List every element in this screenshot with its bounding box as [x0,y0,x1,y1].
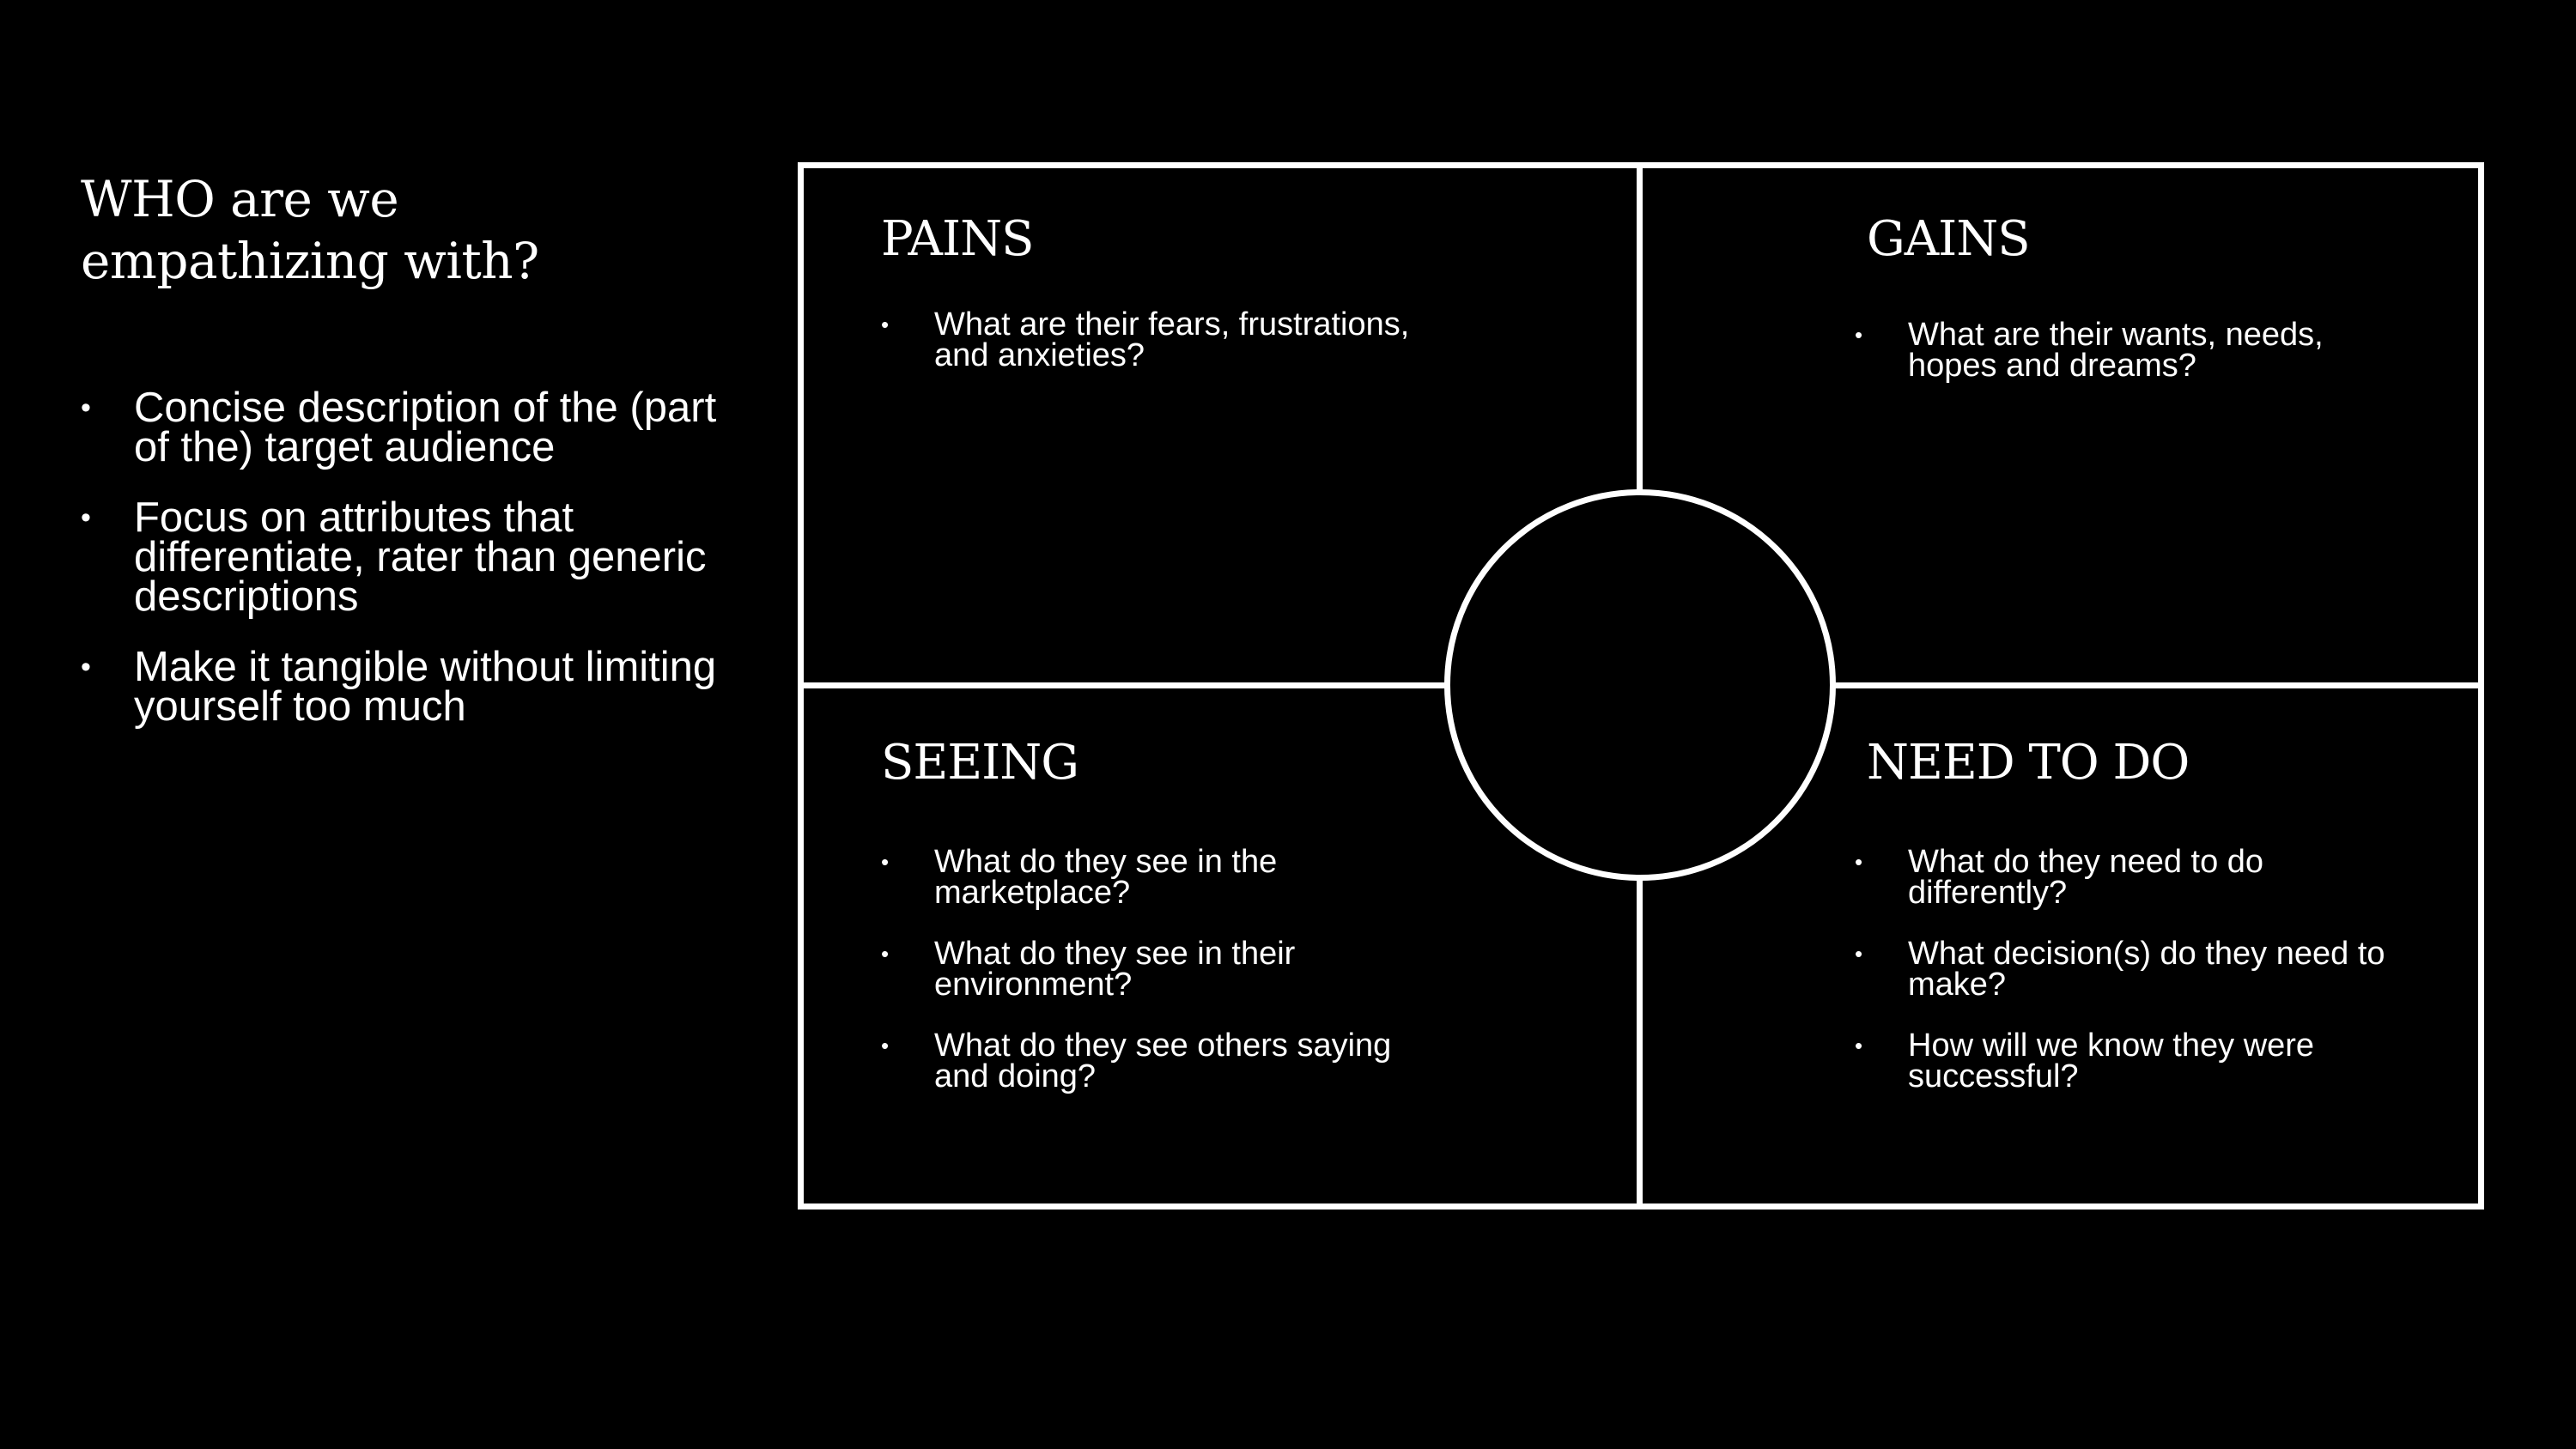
seeing-title: SEEING [881,735,1079,791]
bullet-icon: • [881,1033,890,1058]
need-to-do-title: NEED TO DO [1867,735,2190,791]
seeing-item-text: What do they see others saying and doing… [934,1028,1392,1094]
slide-title-line-1: WHO are we [81,170,399,228]
gains-item: • What are their wants, needs, hopes and … [1855,317,2404,384]
gains-title: GAINS [1867,211,2031,267]
guidance-text: Concise description of the (part of the)… [134,385,717,470]
seeing-item: • What do they see in the marketplace? [881,844,1431,911]
bullet-icon: • [81,651,91,683]
guidance-text: Make it tangible without limiting yourse… [134,644,717,730]
guidance-item: • Focus on attributes that differentiate,… [81,497,750,618]
seeing-item: • What do they see in their environment? [881,936,1431,1003]
gains-item-text: What are their wants, needs, hopes and d… [1908,317,2324,384]
guidance-item: • Make it tangible without limiting yours… [81,646,750,728]
seeing-list: • What do they see in the marketplace? • W… [881,846,1431,1122]
pains-item: • What are their fears, frustrations, and… [881,306,1431,373]
pains-list: • What are their fears, frustrations, and… [881,306,1431,401]
gains-list: • What are their wants, needs, hopes and … [1855,317,2404,411]
bullet-icon: • [881,941,890,967]
guidance-item: • Concise description of the (part of the… [81,385,750,470]
bullet-icon: • [1855,322,1863,348]
need-to-do-list: • What do they need to do differently? • W… [1855,846,2404,1122]
seeing-item-text: What do they see in the marketplace? [934,844,1278,911]
bullet-icon: • [881,849,890,875]
bullet-icon: • [81,391,91,424]
guidance-text: Focus on attributes that differentiate, … [134,494,707,620]
bullet-icon: • [1855,941,1863,967]
pains-title: PAINS [881,211,1034,267]
center-circle [1444,489,1836,881]
slide-title-line-2: empathizing with? [81,232,539,290]
guidance-list: • Concise description of the (part of the… [81,385,750,757]
need-to-do-item: • What decision(s) do they need to make? [1855,936,2404,1003]
need-to-do-item-text: How will we know they were successful? [1908,1028,2315,1094]
bullet-icon: • [81,501,91,534]
need-to-do-item: • How will we know they were successful? [1855,1028,2404,1094]
bullet-icon: • [881,312,890,337]
need-to-do-item: • What do they need to do differently? [1855,844,2404,911]
need-to-do-item-text: What do they need to do differently? [1908,844,2264,911]
seeing-item: • What do they see others saying and doin… [881,1028,1431,1094]
seeing-item-text: What do they see in their environment? [934,936,1296,1003]
bullet-icon: • [1855,1033,1863,1058]
need-to-do-item-text: What decision(s) do they need to make? [1908,936,2385,1003]
pains-item-text: What are their fears, frustrations, and … [934,306,1410,373]
bullet-icon: • [1855,849,1863,875]
